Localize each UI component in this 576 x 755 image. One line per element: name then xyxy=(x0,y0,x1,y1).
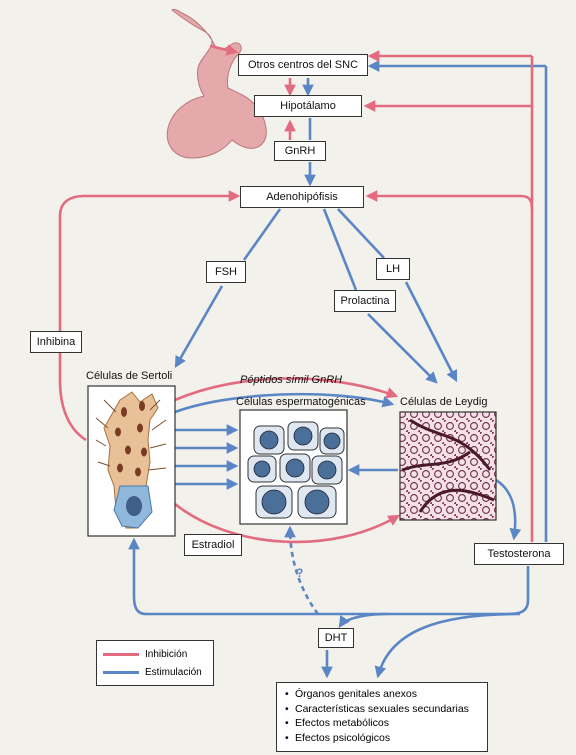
dht-box: DHT xyxy=(318,628,354,648)
adenohypophysis-box: Adenohipófisis xyxy=(240,186,364,208)
prolactin-box: Prolactina xyxy=(334,290,396,312)
lh-box: LH xyxy=(376,258,410,280)
effects-box: Órganos genitales anexos Características… xyxy=(276,682,488,752)
legend-stimulation-label: Estimulación xyxy=(145,667,202,678)
gnrh-like-peptides-label: Péptidos símil GnRH xyxy=(240,374,342,386)
hypothalamus-box: Hipotálamo xyxy=(254,95,362,117)
legend: Inhibición Estimulación xyxy=(96,640,214,686)
inhibin-box: Inhibina xyxy=(30,331,82,353)
sertoli-label: Células de Sertoli xyxy=(86,370,172,382)
pituitary-gland-illustration xyxy=(167,9,266,158)
spermatogenic-cells-illustration xyxy=(240,410,347,524)
effect-item: Efectos metabólicos xyxy=(295,716,481,731)
effect-item: Órganos genitales anexos xyxy=(295,687,481,702)
estradiol-box: Estradiol xyxy=(184,534,242,556)
question-mark-label: ? xyxy=(296,566,303,580)
leydig-tissue-illustration xyxy=(400,412,496,520)
leydig-label: Células de Leydig xyxy=(400,396,487,408)
snc-box: Otros centros del SNC xyxy=(238,54,368,76)
effect-item: Efectos psicológicos xyxy=(295,731,481,746)
gnrh-box: GnRH xyxy=(274,141,326,161)
spermatogenic-label: Células espermatogénicas xyxy=(236,396,366,408)
sertoli-cell-illustration xyxy=(88,386,175,536)
legend-inhibition-swatch xyxy=(103,653,139,656)
legend-inhibition-label: Inhibición xyxy=(145,649,187,660)
fsh-box: FSH xyxy=(206,261,246,283)
legend-stimulation-swatch xyxy=(103,671,139,674)
testosterone-box: Testosterona xyxy=(474,543,564,565)
effect-item: Características sexuales secundarias xyxy=(295,702,481,717)
